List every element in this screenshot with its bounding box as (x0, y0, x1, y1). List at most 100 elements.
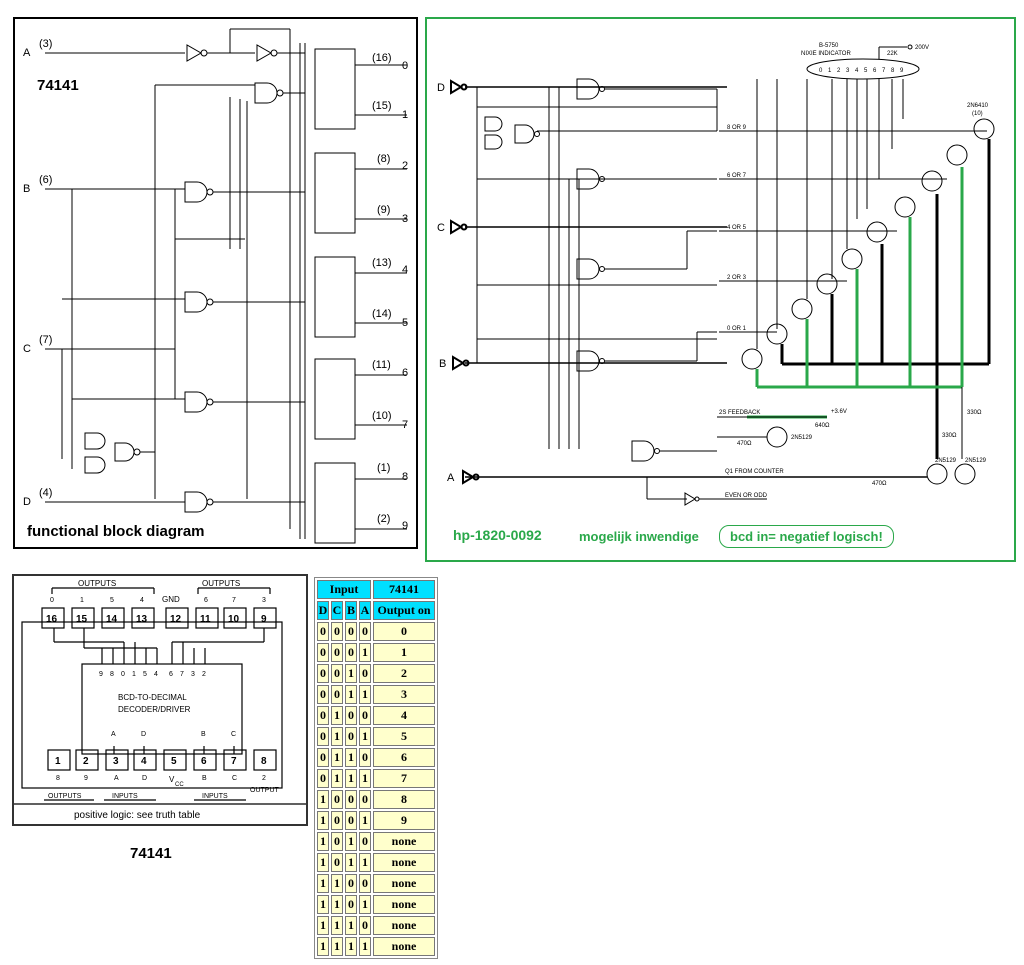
inner-c: C (231, 731, 236, 738)
inner-digit-4: 4 (154, 671, 158, 678)
input-bit-cell: 0 (331, 622, 343, 641)
output-digit-1: 1 (402, 109, 408, 121)
input-a-pin: (3) (39, 38, 52, 50)
bottom-label-b: B (202, 775, 207, 782)
input-inverters (450, 79, 480, 485)
transistor-2n6410: 2N6410 (967, 103, 989, 109)
output-pin-6: (11) (372, 359, 391, 371)
decoder-box (81, 663, 243, 755)
pinout-caption: 74141 (130, 845, 172, 862)
inner-digit-7: 7 (180, 671, 184, 678)
inner-digit-5: 5 (143, 671, 147, 678)
output-cell: none (373, 916, 435, 935)
nixie-digit-5: 5 (864, 68, 868, 74)
block-diagram-caption: functional block diagram (27, 523, 205, 540)
bottom-label-2: 2 (262, 775, 266, 782)
bottom-pin-6: 6 (201, 756, 207, 767)
output-cell: none (373, 832, 435, 851)
nixie-digit-1: 1 (828, 68, 832, 74)
output-digit-9: 9 (402, 520, 408, 532)
output-cell: 2 (373, 664, 435, 683)
input-bit-cell: 0 (359, 916, 371, 935)
driver-transistors (741, 118, 995, 370)
input-bit-cell: 1 (345, 937, 357, 956)
input-bit-cell: 1 (331, 748, 343, 767)
nixie-digit-0: 0 (819, 68, 823, 74)
chip-label: 74141 (37, 77, 79, 94)
top-outputs-left: OUTPUTS (78, 579, 116, 588)
input-bit-cell: 0 (345, 622, 357, 641)
input-bit-cell: 0 (317, 643, 329, 662)
output-pin-4: (13) (372, 257, 392, 269)
bottom-pin-3: 3 (113, 756, 119, 767)
bottom-pin-1: 1 (55, 756, 61, 767)
input-bit-cell: 1 (345, 832, 357, 851)
input-bit-cell: 1 (331, 727, 343, 746)
input-bit-cell: 0 (345, 706, 357, 725)
nixie-digit-7: 7 (882, 68, 886, 74)
output-cell: 5 (373, 727, 435, 746)
bottom-group-inputs-1: INPUTS (112, 793, 138, 800)
output-pin-1: (15) (372, 100, 392, 112)
nixie-digit-6: 6 (873, 68, 877, 74)
feedback-label: 2S FEEDBACK (719, 410, 760, 416)
input-bit-cell: 1 (359, 895, 371, 914)
output-digit-7: 7 (402, 419, 408, 431)
input-bit-cell: 1 (331, 937, 343, 956)
hp-input-c: C (437, 222, 445, 234)
input-a-name: A (23, 47, 31, 59)
input-bit-cell: 1 (317, 853, 329, 872)
pinout-footer: positive logic: see truth table (74, 810, 201, 821)
top-digit-5: 6 (204, 597, 208, 604)
output-cell: 3 (373, 685, 435, 704)
input-bit-cell: 0 (359, 622, 371, 641)
hp-input-d: D (437, 82, 445, 94)
line-label-8or9: 8 OR 9 (727, 125, 747, 131)
bottom-pin-5: 5 (171, 756, 177, 767)
output-cell: 6 (373, 748, 435, 767)
nixie-digit-4: 4 (855, 68, 859, 74)
inner-digit-0: 0 (121, 671, 125, 678)
bottom-group-inputs-2: INPUTS (202, 793, 228, 800)
resistor-22k: 22K (887, 51, 898, 57)
output-cell: none (373, 937, 435, 956)
line-label-4or5: 4 OR 5 (727, 225, 747, 231)
input-d-pin: (4) (39, 487, 52, 499)
inner-d: D (141, 731, 146, 738)
bottom-label-8: 8 (56, 775, 60, 782)
input-bit-cell: 0 (331, 790, 343, 809)
input-bit-cell: 1 (331, 706, 343, 725)
chip-title-2: DECODER/DRIVER (118, 705, 191, 714)
input-bit-cell: 0 (317, 748, 329, 767)
logic-badge: bcd in= negatief logisch! (719, 525, 894, 548)
top-outputs-right: OUTPUTS (202, 579, 240, 588)
input-bit-cell: 0 (331, 643, 343, 662)
input-bit-cell: 1 (345, 748, 357, 767)
q1-label: Q1 FROM COUNTER (725, 469, 784, 475)
line-label-6or7: 6 OR 7 (727, 173, 747, 179)
input-bit-cell: 0 (359, 664, 371, 683)
output-cell: none (373, 895, 435, 914)
col-b: B (345, 601, 357, 620)
input-bit-cell: 1 (331, 916, 343, 935)
input-bit-cell: 1 (317, 937, 329, 956)
nixie-digit-3: 3 (846, 68, 850, 74)
nand-gates (84, 82, 284, 513)
nixie-label: NIXIE INDICATOR (801, 51, 851, 57)
nixie-indicator (806, 58, 920, 80)
supply-200v: 200V (915, 45, 929, 51)
input-bit-cell: 1 (345, 916, 357, 935)
line-label-2or3: 2 OR 3 (727, 275, 747, 281)
hp-schematic-panel: D C B A B-5750 NIXIE INDICATOR 22K 200V … (425, 17, 1016, 562)
bottom-label-vcc: V (169, 775, 175, 784)
input-bit-cell: 1 (331, 895, 343, 914)
input-bit-cell: 0 (317, 685, 329, 704)
top-pin-9: 9 (261, 614, 267, 625)
inner-a: A (111, 731, 116, 738)
